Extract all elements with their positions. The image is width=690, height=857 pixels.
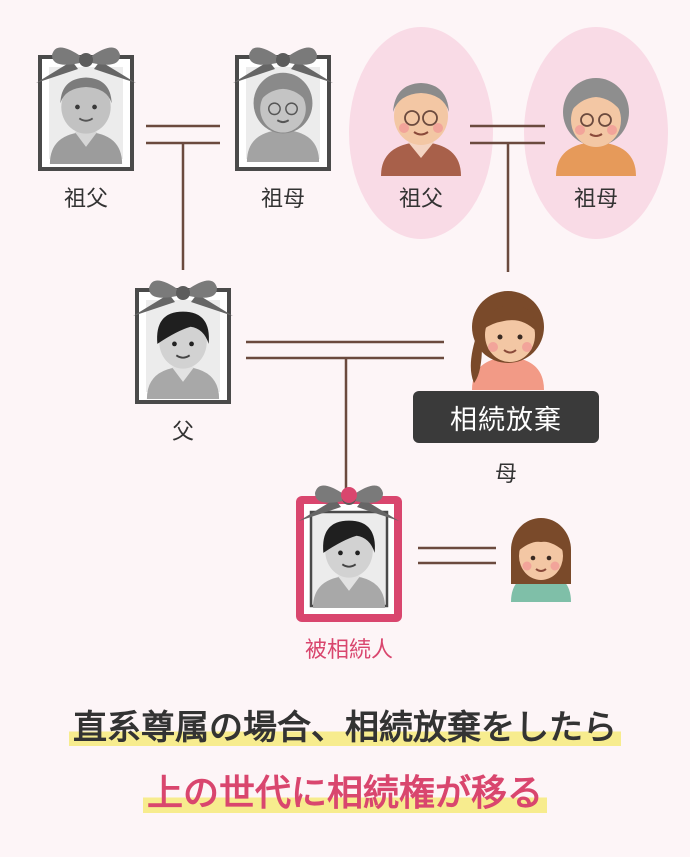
caption-line-2-text: 上の世代に相続権が移る: [142, 764, 547, 816]
caption-line-1-text: 直系尊属の場合、相続放棄をしたら: [69, 700, 621, 749]
portrait-paternal-grandfather: [36, 47, 136, 171]
inheritance-renunciation-badge: 相続放棄: [413, 391, 599, 443]
label-maternal-grandfather: 祖父: [398, 187, 444, 212]
portrait-father: [133, 280, 233, 404]
label-decedent: 被相続人: [304, 638, 394, 663]
label-paternal-grandmother: 祖母: [260, 187, 306, 212]
caption-line-1: 直系尊属の場合、相続放棄をしたら: [0, 700, 690, 749]
portrait-decedent: [296, 485, 402, 622]
label-father: 父: [171, 420, 195, 445]
relationship-lines: [146, 124, 545, 565]
label-paternal-grandfather: 祖父: [63, 187, 109, 212]
caption-line-2: 上の世代に相続権が移る: [0, 764, 690, 816]
figure-spouse: [511, 518, 571, 602]
label-maternal-grandmother: 祖母: [573, 187, 619, 212]
label-mother: 母: [494, 462, 518, 487]
figure-mother: [470, 291, 544, 390]
portrait-paternal-grandmother: [233, 47, 333, 171]
